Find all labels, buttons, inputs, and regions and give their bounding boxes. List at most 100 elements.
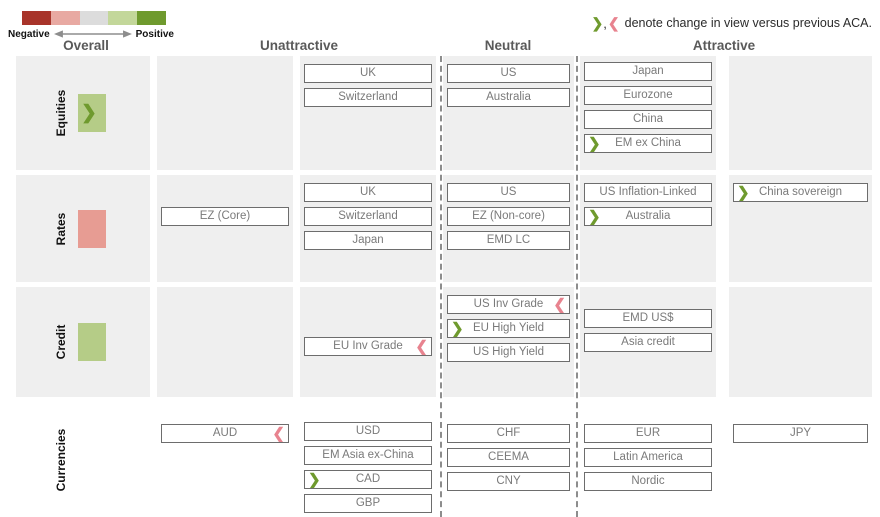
- allocation-item[interactable]: Latin America: [584, 448, 712, 467]
- chevron-right-green-icon: ❯: [588, 135, 601, 152]
- allocation-item[interactable]: JPY: [733, 424, 868, 443]
- allocation-item[interactable]: US High Yield: [447, 343, 570, 362]
- overall-indicator-equities: ❯: [78, 94, 106, 132]
- legend-color-scale: [22, 11, 166, 25]
- allocation-item-label: Australia: [486, 91, 531, 103]
- allocation-item[interactable]: Japan: [584, 62, 712, 81]
- grid-band-0-c2: [157, 56, 293, 170]
- allocation-item-label: US Inflation-Linked: [599, 186, 697, 198]
- allocation-item-label: UK: [360, 186, 376, 198]
- row-label-equities: Equities: [54, 89, 68, 137]
- allocation-item[interactable]: EZ (Non-core): [447, 207, 570, 226]
- double-headed-arrow-icon: [53, 29, 132, 39]
- allocation-item[interactable]: AUD ❮: [161, 424, 289, 443]
- allocation-item[interactable]: EM ex China ❯: [584, 134, 712, 153]
- row-label-credit: Credit: [54, 324, 68, 360]
- allocation-item[interactable]: EMD LC: [447, 231, 570, 250]
- allocation-item-label: AUD: [212, 427, 238, 439]
- grid-band-1-c2: [157, 175, 293, 282]
- chevron-right-green-icon: ❯: [737, 184, 750, 201]
- allocation-item-label: US Inv Grade: [473, 298, 544, 310]
- allocation-item-label: Nordic: [631, 475, 665, 487]
- allocation-item[interactable]: EUR: [584, 424, 712, 443]
- column-header-neutral: Neutral: [484, 38, 532, 53]
- allocation-item-label: Eurozone: [623, 89, 673, 101]
- column-header-attractive: Attractive: [692, 38, 756, 53]
- allocation-item[interactable]: EM Asia ex-China: [304, 446, 432, 465]
- legend-swatch-0: [22, 11, 51, 25]
- chevron-right-green-icon: ❯: [588, 208, 601, 225]
- allocation-item-label: CAD: [355, 473, 381, 485]
- legend-swatch-1: [50, 11, 80, 25]
- allocation-item[interactable]: GBP: [304, 494, 432, 513]
- allocation-item[interactable]: Nordic: [584, 472, 712, 491]
- allocation-item-label: UK: [360, 67, 376, 79]
- allocation-item-label: China sovereign: [758, 186, 843, 198]
- allocation-item-label: US High Yield: [473, 346, 544, 358]
- chevron-right-green-icon: ❯: [591, 15, 604, 31]
- chevron-left-red-icon: ❮: [415, 338, 428, 355]
- legend-swatch-3: [108, 11, 138, 25]
- allocation-item[interactable]: EU Inv Grade ❮: [304, 337, 432, 356]
- row-label-rates: Rates: [54, 212, 68, 245]
- allocation-item[interactable]: China: [584, 110, 712, 129]
- legend-negative-label: Negative: [8, 28, 50, 40]
- allocation-item-label: Japan: [632, 65, 664, 77]
- allocation-item[interactable]: Switzerland: [304, 88, 432, 107]
- allocation-item[interactable]: CHF: [447, 424, 570, 443]
- legend-positive-label: Positive: [135, 28, 174, 40]
- allocation-item[interactable]: US Inflation-Linked: [584, 183, 712, 202]
- chevron-right-green-icon: ❯: [451, 320, 464, 337]
- allocation-item-label: CEEMA: [488, 451, 529, 463]
- allocation-item[interactable]: CNY: [447, 472, 570, 491]
- allocation-item-label: China: [632, 113, 664, 125]
- column-divider-1: [576, 56, 578, 517]
- allocation-item[interactable]: Asia credit: [584, 333, 712, 352]
- allocation-item-label: JPY: [789, 427, 812, 439]
- chevron-right-green-icon: ❯: [81, 102, 97, 124]
- column-header-overall: Overall: [63, 38, 109, 53]
- allocation-item[interactable]: Switzerland: [304, 207, 432, 226]
- allocation-item[interactable]: EU High Yield❯: [447, 319, 570, 338]
- allocation-item-label: GBP: [355, 497, 381, 509]
- allocation-item[interactable]: China sovereign ❯: [733, 183, 868, 202]
- allocation-item[interactable]: EMD US$: [584, 309, 712, 328]
- legend-note-comma: ,: [603, 15, 607, 31]
- overall-indicator-credit: [78, 323, 106, 361]
- legend-swatch-2: [79, 11, 109, 25]
- allocation-item-label: EM Asia ex-China: [322, 449, 414, 461]
- chevron-left-red-icon: ❮: [607, 15, 620, 31]
- chevron-left-red-icon: ❮: [272, 425, 285, 442]
- allocation-item-label: EM ex China: [615, 137, 681, 149]
- allocation-item-label: Australia: [625, 210, 671, 222]
- allocation-item-label: EMD LC: [486, 234, 531, 246]
- allocation-item[interactable]: EZ (Core): [161, 207, 289, 226]
- allocation-item[interactable]: Japan: [304, 231, 432, 250]
- allocation-item[interactable]: Australia ❯: [584, 207, 712, 226]
- allocation-item[interactable]: US: [447, 64, 570, 83]
- allocation-item[interactable]: Australia: [447, 88, 570, 107]
- allocation-item[interactable]: CEEMA: [447, 448, 570, 467]
- allocation-item[interactable]: UK: [304, 64, 432, 83]
- grid-band-2-c6: [729, 287, 872, 397]
- legend-swatch-4: [137, 11, 166, 25]
- chevron-right-green-icon: ❯: [308, 471, 321, 488]
- allocation-item[interactable]: UK: [304, 183, 432, 202]
- row-label-currencies: Currencies: [54, 428, 68, 491]
- allocation-item[interactable]: CAD ❯: [304, 470, 432, 489]
- allocation-item-label: Latin America: [613, 451, 683, 463]
- allocation-item-label: EZ (Non-core): [472, 210, 545, 222]
- allocation-item-label: Switzerland: [338, 91, 398, 103]
- column-header-unattractive: Unattractive: [259, 38, 339, 53]
- allocation-item-label: EU Inv Grade: [333, 340, 403, 352]
- overall-indicator-rates: [78, 209, 106, 248]
- grid-band-0-c6: [729, 56, 872, 170]
- allocation-item[interactable]: US Inv Grade ❮: [447, 295, 570, 314]
- allocation-item[interactable]: US: [447, 183, 570, 202]
- allocation-item[interactable]: USD: [304, 422, 432, 441]
- allocation-item[interactable]: Eurozone: [584, 86, 712, 105]
- legend-note-text: denote change in view versus previous AC…: [624, 16, 872, 30]
- allocation-item-label: Switzerland: [338, 210, 398, 222]
- chevron-left-red-icon: ❮: [553, 296, 566, 313]
